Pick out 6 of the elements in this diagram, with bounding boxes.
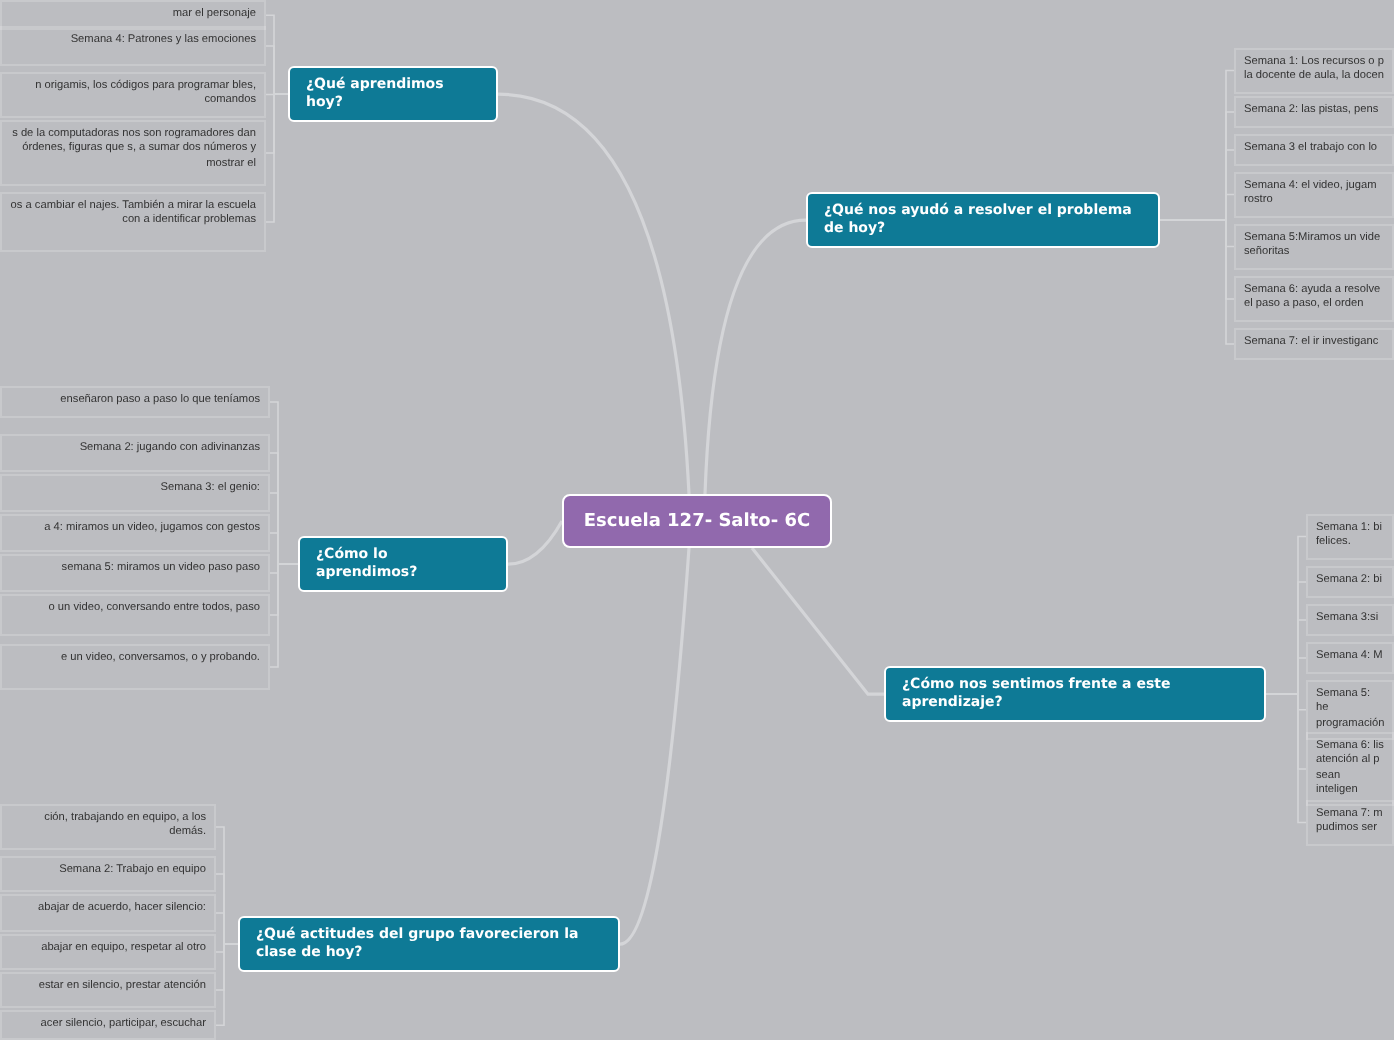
connector-line [619,547,691,946]
connector-line [507,520,564,566]
connector-line [497,92,691,495]
central-topic: Escuela 127- Salto- 6C [562,494,832,548]
connector-line [750,547,884,696]
connector-line [703,218,807,495]
